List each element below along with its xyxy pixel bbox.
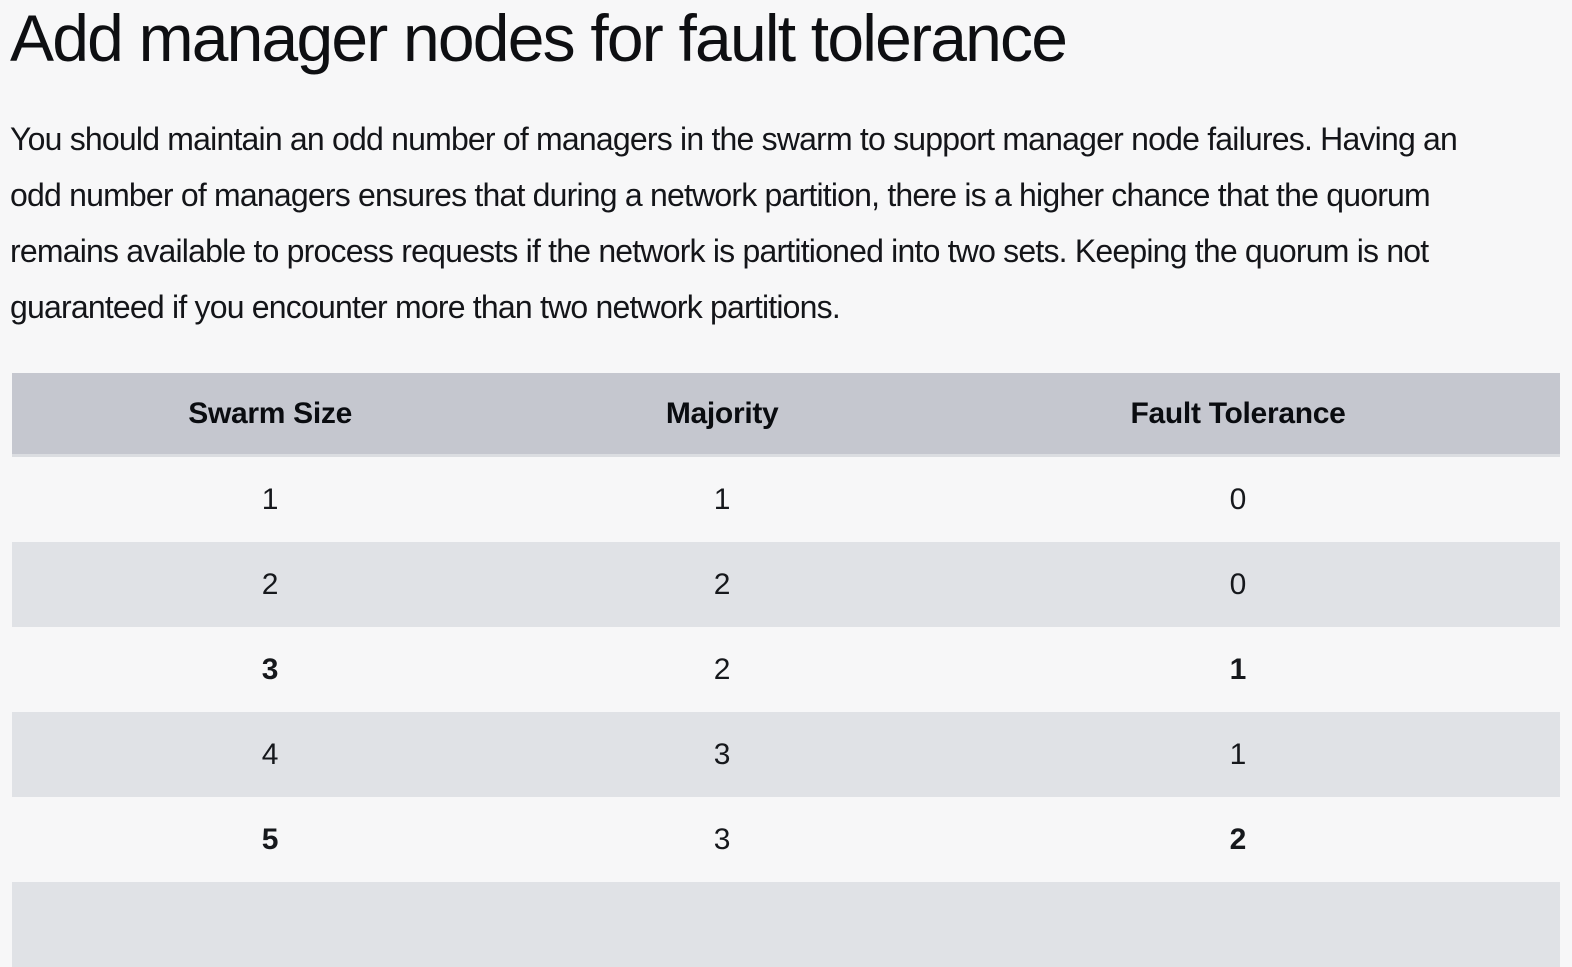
table-cell-fault-tolerance: 2 xyxy=(916,797,1560,882)
table-cell-fault-tolerance xyxy=(916,882,1560,967)
intro-line: odd number of managers ensures that duri… xyxy=(10,177,1431,213)
table-cell-swarm-size: 1 xyxy=(12,455,529,542)
table-cell-swarm-size: 2 xyxy=(12,542,529,627)
table-cell-swarm-size xyxy=(12,882,529,967)
table-cell-swarm-size: 4 xyxy=(12,712,529,797)
table-row-partial xyxy=(12,882,1560,967)
page-title: Add manager nodes for fault tolerance xyxy=(10,1,1068,75)
intro-line: remains available to process requests if… xyxy=(10,233,1429,269)
table-cell-swarm-size: 5 xyxy=(12,797,529,882)
table-cell-majority: 2 xyxy=(528,542,917,627)
intro-line: You should maintain an odd number of man… xyxy=(10,121,1458,157)
table-cell-majority xyxy=(528,882,917,967)
table-cell-fault-tolerance: 0 xyxy=(916,455,1560,542)
table-row: 2 2 0 xyxy=(12,542,1560,627)
table-cell-fault-tolerance: 1 xyxy=(916,712,1560,797)
table-cell-fault-tolerance: 1 xyxy=(916,627,1560,712)
column-header-fault-tolerance: Fault Tolerance xyxy=(916,373,1560,457)
intro-line: guaranteed if you encounter more than tw… xyxy=(10,289,841,325)
table-row: 1 1 0 xyxy=(12,455,1560,542)
table-cell-majority: 2 xyxy=(528,627,917,712)
table-row: 5 3 2 xyxy=(12,797,1560,882)
intro-paragraph: You should maintain an odd number of man… xyxy=(10,111,1560,335)
fault-tolerance-table: Swarm Size Majority Fault Tolerance 1 1 … xyxy=(12,373,1560,967)
table-row: 3 2 1 xyxy=(12,627,1560,712)
table-header-row: Swarm Size Majority Fault Tolerance xyxy=(12,373,1560,457)
table-cell-majority: 3 xyxy=(528,712,917,797)
table-cell-fault-tolerance: 0 xyxy=(916,542,1560,627)
column-header-majority: Majority xyxy=(528,373,917,457)
column-header-swarm-size: Swarm Size xyxy=(12,373,529,457)
table-row: 4 3 1 xyxy=(12,712,1560,797)
table-cell-majority: 3 xyxy=(528,797,917,882)
table-cell-swarm-size: 3 xyxy=(12,627,529,712)
table-cell-majority: 1 xyxy=(528,455,917,542)
